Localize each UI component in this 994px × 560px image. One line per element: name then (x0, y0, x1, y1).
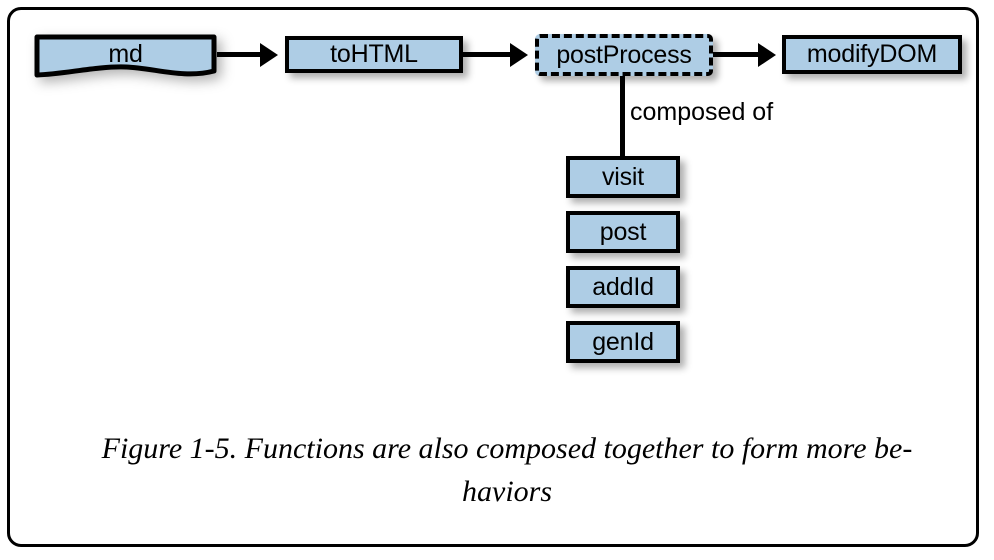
edge-tohtml-to-postprocess (463, 52, 514, 57)
edge-md-to-tohtml (217, 52, 267, 57)
arrow-head-icon (510, 43, 528, 67)
figure-caption-line-1: Figure 1-5. Functions are also composed … (101, 432, 913, 465)
diagram-node-post[interactable]: post (566, 211, 680, 253)
figure-caption: Figure 1-5. Functions are also composed … (42, 428, 972, 513)
diagram-node-md[interactable]: md (34, 34, 217, 78)
arrow-head-icon (260, 43, 278, 67)
edge-postprocess-to-modifydom (713, 52, 763, 57)
flow-diagram: md toHTML postProcess modifyDOM composed… (10, 10, 994, 420)
edge-postprocess-to-visit (620, 76, 625, 158)
diagram-node-visit[interactable]: visit (566, 156, 680, 198)
figure-frame: md toHTML postProcess modifyDOM composed… (7, 7, 979, 547)
diagram-node-md-label: md (108, 39, 143, 68)
diagram-node-modifydom[interactable]: modifyDOM (782, 35, 962, 74)
document-shape-icon (34, 34, 217, 78)
edge-label-composed-of: composed of (630, 98, 774, 126)
diagram-node-tohtml[interactable]: toHTML (285, 36, 463, 73)
diagram-node-postprocess[interactable]: postProcess (535, 34, 713, 76)
diagram-node-addid[interactable]: addId (566, 266, 680, 308)
diagram-node-genid[interactable]: genId (566, 321, 680, 363)
arrow-head-icon (758, 43, 776, 67)
figure-caption-line-2: haviors (462, 474, 552, 508)
